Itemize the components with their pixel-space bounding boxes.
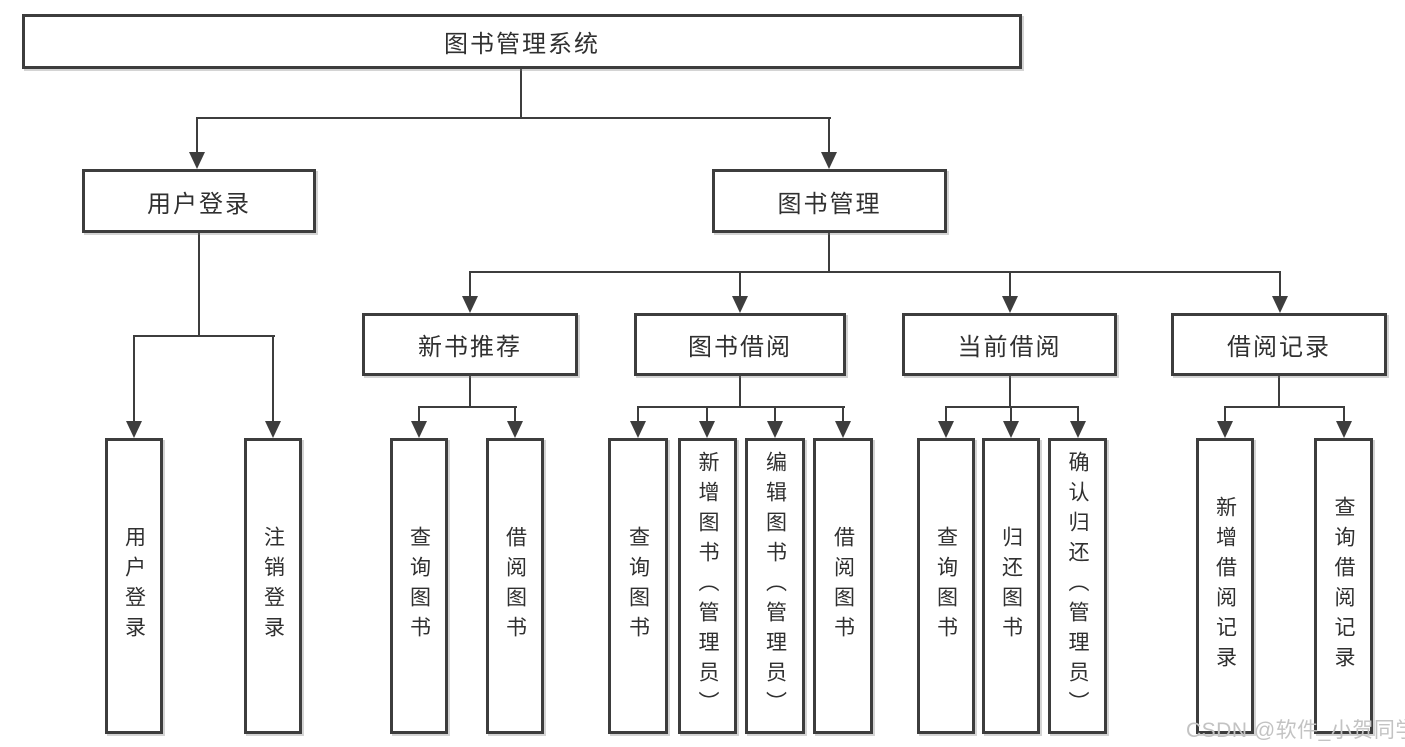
arrow-down-icon <box>462 296 478 313</box>
connector-drop-leaf <box>272 336 274 422</box>
connector-drop-module <box>1279 272 1281 298</box>
connector-userlogin-stub <box>198 232 200 337</box>
node-label: 当前借阅 <box>957 334 1062 361</box>
arrow-down-icon <box>699 421 715 438</box>
connector-drop-module <box>739 272 741 298</box>
connector-borrowmod-stub <box>739 375 741 408</box>
arrow-down-icon <box>1070 421 1086 438</box>
leaf-query-books-current: 查询图书 <box>917 438 975 734</box>
leaf-borrow-books-recommend: 借阅图书 <box>486 438 544 734</box>
connector-bookmgmt-branch <box>469 271 1281 273</box>
node-book-borrow: 图书借阅 <box>634 313 846 376</box>
arrow-down-icon <box>630 421 646 438</box>
connector-drop-user-login <box>196 118 198 154</box>
arrow-down-icon <box>1336 421 1352 438</box>
connector-current-stub <box>1009 375 1011 408</box>
arrow-down-icon <box>1002 296 1018 313</box>
watermark: CSDN @软件_小贺同学 <box>1186 719 1405 742</box>
node-label: 图书管理系统 <box>444 31 600 58</box>
connector-root-stub <box>520 67 522 119</box>
connector-records-branch <box>1224 406 1345 408</box>
connector-drop-leaf <box>418 407 420 423</box>
connector-newbook-stub <box>469 375 471 408</box>
node-label: 编辑图书（管理员） <box>763 451 787 721</box>
node-label: 新书推荐 <box>418 334 522 361</box>
arrow-down-icon <box>189 152 205 169</box>
node-label: 借阅图书 <box>503 526 527 646</box>
connector-records-stub <box>1278 375 1280 408</box>
node-label: 查询图书 <box>407 526 431 646</box>
node-label: 图书借阅 <box>688 334 792 361</box>
node-label: 查询图书 <box>934 526 958 646</box>
connector-drop-leaf <box>1343 407 1345 423</box>
node-current-borrow: 当前借阅 <box>902 313 1117 376</box>
node-user-login: 用户登录 <box>82 169 316 233</box>
node-new-book-recommend: 新书推荐 <box>362 313 578 376</box>
arrow-down-icon <box>507 421 523 438</box>
node-label: 查询借阅记录 <box>1332 496 1356 676</box>
leaf-borrow-books: 借阅图书 <box>813 438 873 734</box>
node-label: 借阅图书 <box>831 526 855 646</box>
node-label: 新增图书（管理员） <box>696 451 720 721</box>
arrow-down-icon <box>126 421 142 438</box>
node-root: 图书管理系统 <box>22 14 1022 69</box>
connector-drop-leaf <box>514 407 516 423</box>
node-label: 借阅记录 <box>1227 334 1331 361</box>
connector-drop-leaf <box>774 407 776 423</box>
arrow-down-icon <box>411 421 427 438</box>
arrow-down-icon <box>732 296 748 313</box>
arrow-down-icon <box>1217 421 1233 438</box>
connector-drop-leaf <box>133 336 135 422</box>
leaf-query-books-borrow: 查询图书 <box>608 438 668 734</box>
leaf-add-book-admin: 新增图书（管理员） <box>678 438 737 734</box>
leaf-add-borrow-record: 新增借阅记录 <box>1196 438 1254 734</box>
connector-userlogin-branch <box>133 335 275 337</box>
leaf-query-borrow-record: 查询借阅记录 <box>1314 438 1373 734</box>
leaf-query-books-recommend: 查询图书 <box>390 438 448 734</box>
connector-bookmgmt-stub <box>828 232 830 273</box>
node-label: 归还图书 <box>999 526 1023 646</box>
connector-drop-module <box>1009 272 1011 298</box>
node-label: 注销登录 <box>261 526 285 646</box>
leaf-user-login: 用户登录 <box>105 438 163 734</box>
connector-root-branch <box>196 117 831 119</box>
arrow-down-icon <box>767 421 783 438</box>
connector-drop-module <box>469 272 471 298</box>
arrow-down-icon <box>835 421 851 438</box>
node-label: 新增借阅记录 <box>1213 496 1237 676</box>
arrow-down-icon <box>1272 296 1288 313</box>
node-label: 查询图书 <box>626 526 650 646</box>
node-label: 图书管理 <box>777 190 882 218</box>
arrow-down-icon <box>1003 421 1019 438</box>
connector-borrowmod-branch <box>637 406 845 408</box>
connector-drop-leaf <box>637 407 639 423</box>
leaf-return-book: 归还图书 <box>982 438 1040 734</box>
node-label: 确认归还（管理员） <box>1066 451 1090 721</box>
connector-newbook-branch <box>418 406 517 408</box>
leaf-confirm-return-admin: 确认归还（管理员） <box>1048 438 1107 734</box>
leaf-edit-book-admin: 编辑图书（管理员） <box>745 438 805 734</box>
node-book-management: 图书管理 <box>712 169 947 233</box>
connector-drop-leaf <box>945 407 947 423</box>
arrow-down-icon <box>821 152 837 169</box>
connector-current-branch <box>945 406 1079 408</box>
leaf-logout: 注销登录 <box>244 438 302 734</box>
arrow-down-icon <box>938 421 954 438</box>
connector-drop-leaf <box>1010 407 1012 423</box>
connector-drop-leaf <box>1224 407 1226 423</box>
connector-drop-leaf <box>706 407 708 423</box>
node-label: 用户登录 <box>147 190 251 218</box>
arrow-down-icon <box>265 421 281 438</box>
connector-drop-leaf <box>1077 407 1079 423</box>
connector-drop-book-management <box>828 118 830 154</box>
connector-drop-leaf <box>842 407 844 423</box>
node-label: 用户登录 <box>122 526 146 646</box>
node-borrow-records: 借阅记录 <box>1171 313 1387 376</box>
